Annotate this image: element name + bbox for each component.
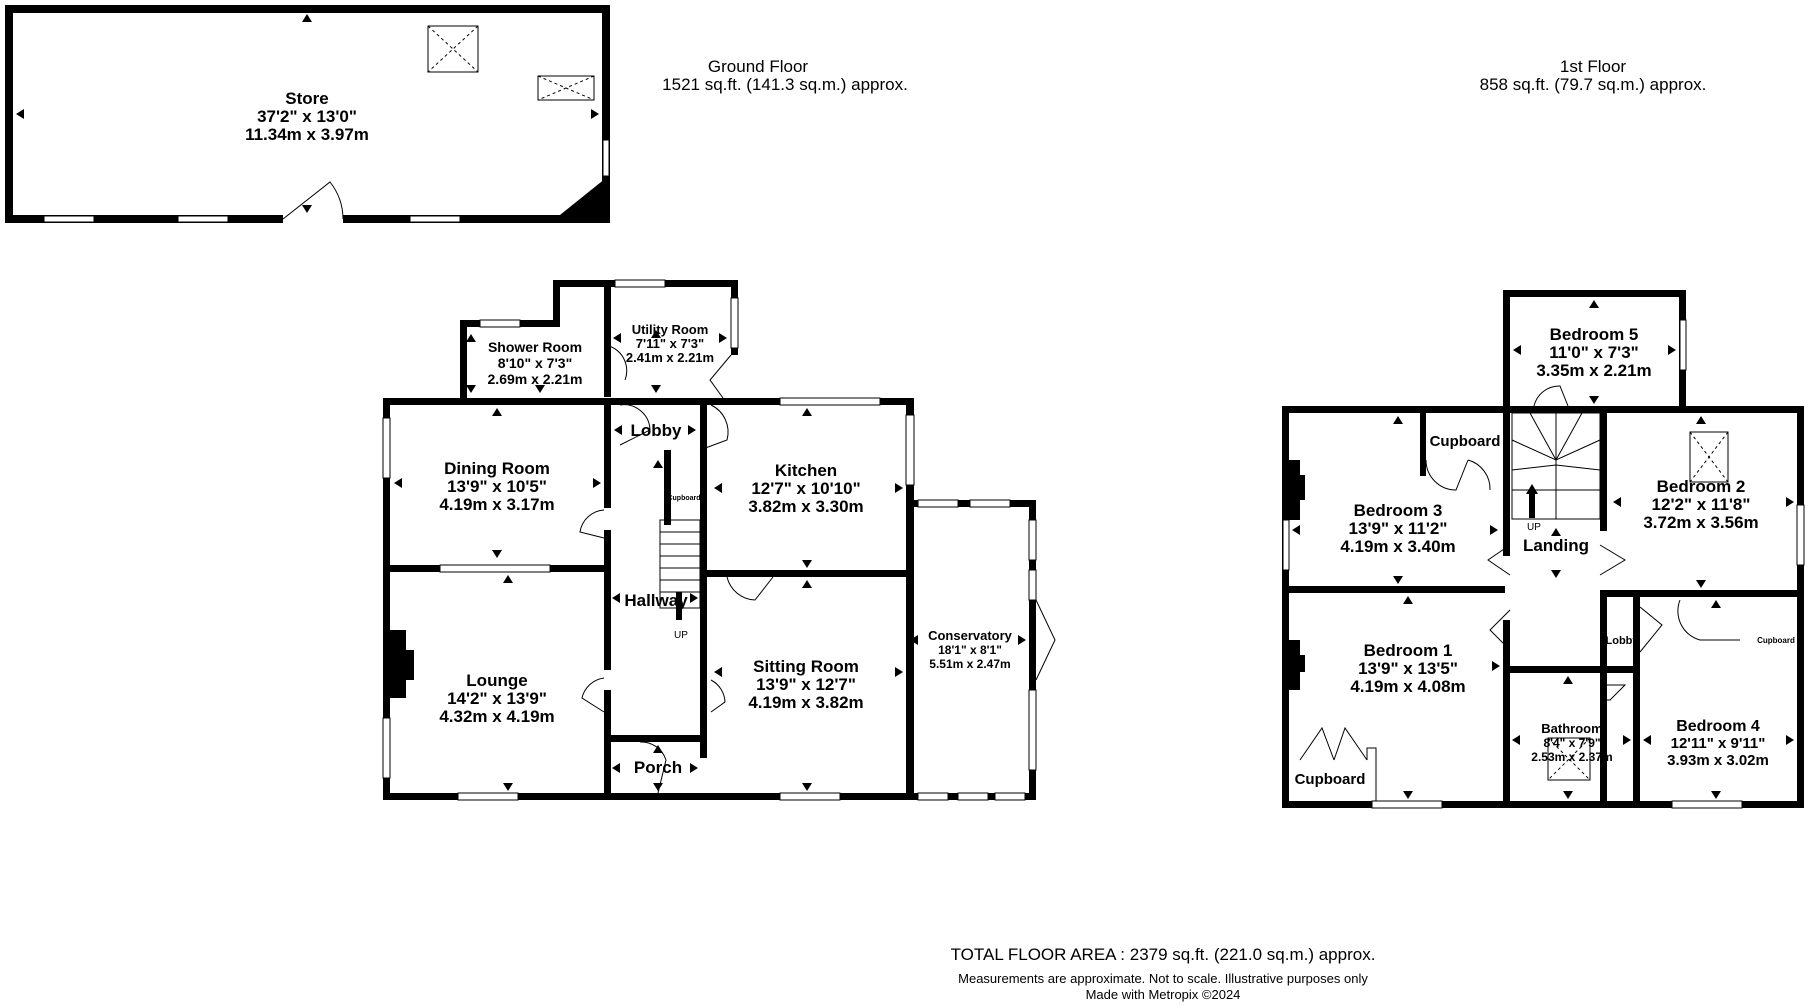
first-floor-dimension-arrows: [1292, 300, 1794, 799]
cupboard-b4-name: Cupboard: [1757, 636, 1795, 645]
bedroom3-metric: 4.19m x 3.40m: [1340, 537, 1455, 556]
utility-room-imperial: 7'11" x 7'3": [636, 336, 704, 351]
cupboard-ground-name: Cupboard: [667, 495, 700, 502]
first-floor-area: 858 sq.ft. (79.7 sq.m.) approx.: [1480, 75, 1707, 94]
conservatory-name: Conservatory: [928, 628, 1013, 643]
dining-room-imperial: 13'9" x 10'5": [447, 477, 547, 496]
bedroom2-name: Bedroom 2: [1657, 477, 1746, 496]
first-floor-title: 1st Floor: [1560, 57, 1626, 76]
lobby-ground-name: Lobby: [631, 421, 683, 440]
bedroom1-imperial: 13'9" x 13'5": [1358, 659, 1458, 678]
store-metric: 11.34m x 3.97m: [245, 125, 369, 144]
ground-floor-area: 1521 sq.ft. (141.3 sq.m.) approx.: [662, 75, 908, 94]
bathroom-name: Bathroom: [1541, 721, 1602, 736]
dining-room-metric: 4.19m x 3.17m: [439, 495, 554, 514]
utility-room-metric: 2.41m x 2.21m: [626, 350, 714, 365]
bedroom5-imperial: 11'0" x 7'3": [1549, 343, 1638, 362]
shower-room-metric: 2.69m x 2.21m: [488, 371, 583, 387]
kitchen-name: Kitchen: [775, 461, 837, 480]
bedroom1-metric: 4.19m x 4.08m: [1350, 677, 1465, 696]
lounge-imperial: 14'2" x 13'9": [447, 689, 547, 708]
landing-name: Landing: [1523, 536, 1589, 555]
disclaimer-note: Measurements are approximate. Not to sca…: [958, 971, 1368, 986]
porch-name: Porch: [634, 758, 682, 777]
cupboard-b1-name: Cupboard: [1295, 771, 1366, 788]
shower-room-name: Shower Room: [488, 339, 582, 355]
bedroom2-metric: 3.72m x 3.56m: [1643, 513, 1758, 532]
conservatory-imperial: 18'1" x 8'1": [938, 643, 1002, 657]
ground-floor-dimension-arrows: [394, 330, 1026, 791]
total-floor-area: TOTAL FLOOR AREA : 2379 sq.ft. (221.0 sq…: [951, 945, 1376, 964]
bedroom3-imperial: 13'9" x 11'2": [1349, 519, 1448, 538]
landing-stairs-label: UP: [1527, 522, 1541, 533]
bedroom4-metric: 3.93m x 3.02m: [1667, 752, 1769, 769]
cupboard-b3-name: Cupboard: [1430, 433, 1501, 450]
dining-room-name: Dining Room: [444, 459, 550, 478]
shower-room-imperial: 8'10" x 7'3": [498, 355, 572, 371]
ground-floor-title: Ground Floor: [708, 57, 808, 76]
conservatory-metric: 5.51m x 2.47m: [929, 657, 1010, 671]
sitting-room-name: Sitting Room: [753, 657, 859, 676]
store-imperial: 37'2" x 13'0": [257, 107, 357, 126]
bathroom-imperial: 8'4" x 7'9": [1543, 736, 1600, 750]
bedroom3-name: Bedroom 3: [1354, 501, 1443, 520]
bedroom5-name: Bedroom 5: [1550, 325, 1639, 344]
bedroom5-metric: 3.35m x 2.21m: [1536, 361, 1651, 380]
lounge-name: Lounge: [466, 671, 527, 690]
bedroom4-name: Bedroom 4: [1676, 718, 1760, 735]
bedroom1-name: Bedroom 1: [1364, 641, 1453, 660]
store-name: Store: [285, 89, 328, 108]
bedroom4-imperial: 12'11" x 9'11": [1671, 735, 1766, 752]
bathroom-metric: 2.53m x 2.37m: [1531, 750, 1612, 764]
first-floor-walls: [1282, 290, 1805, 809]
ground-floor-walls: [382, 279, 1056, 801]
lounge-metric: 4.32m x 4.19m: [439, 707, 554, 726]
hallway-name: Hallway: [624, 591, 688, 610]
store-building: [5, 5, 610, 224]
lobby-first-name: Lobby: [1606, 635, 1640, 647]
utility-room-name: Utility Room: [632, 322, 709, 337]
bedroom2-imperial: 12'2" x 11'8": [1652, 495, 1751, 514]
kitchen-imperial: 12'7" x 10'10": [751, 479, 860, 498]
metropix-credit: Made with Metropix ©2024: [1086, 987, 1241, 1002]
hallway-stairs-label: UP: [674, 630, 688, 641]
kitchen-metric: 3.82m x 3.30m: [748, 497, 863, 516]
sitting-room-metric: 4.19m x 3.82m: [748, 693, 863, 712]
sitting-room-imperial: 13'9" x 12'7": [756, 675, 856, 694]
